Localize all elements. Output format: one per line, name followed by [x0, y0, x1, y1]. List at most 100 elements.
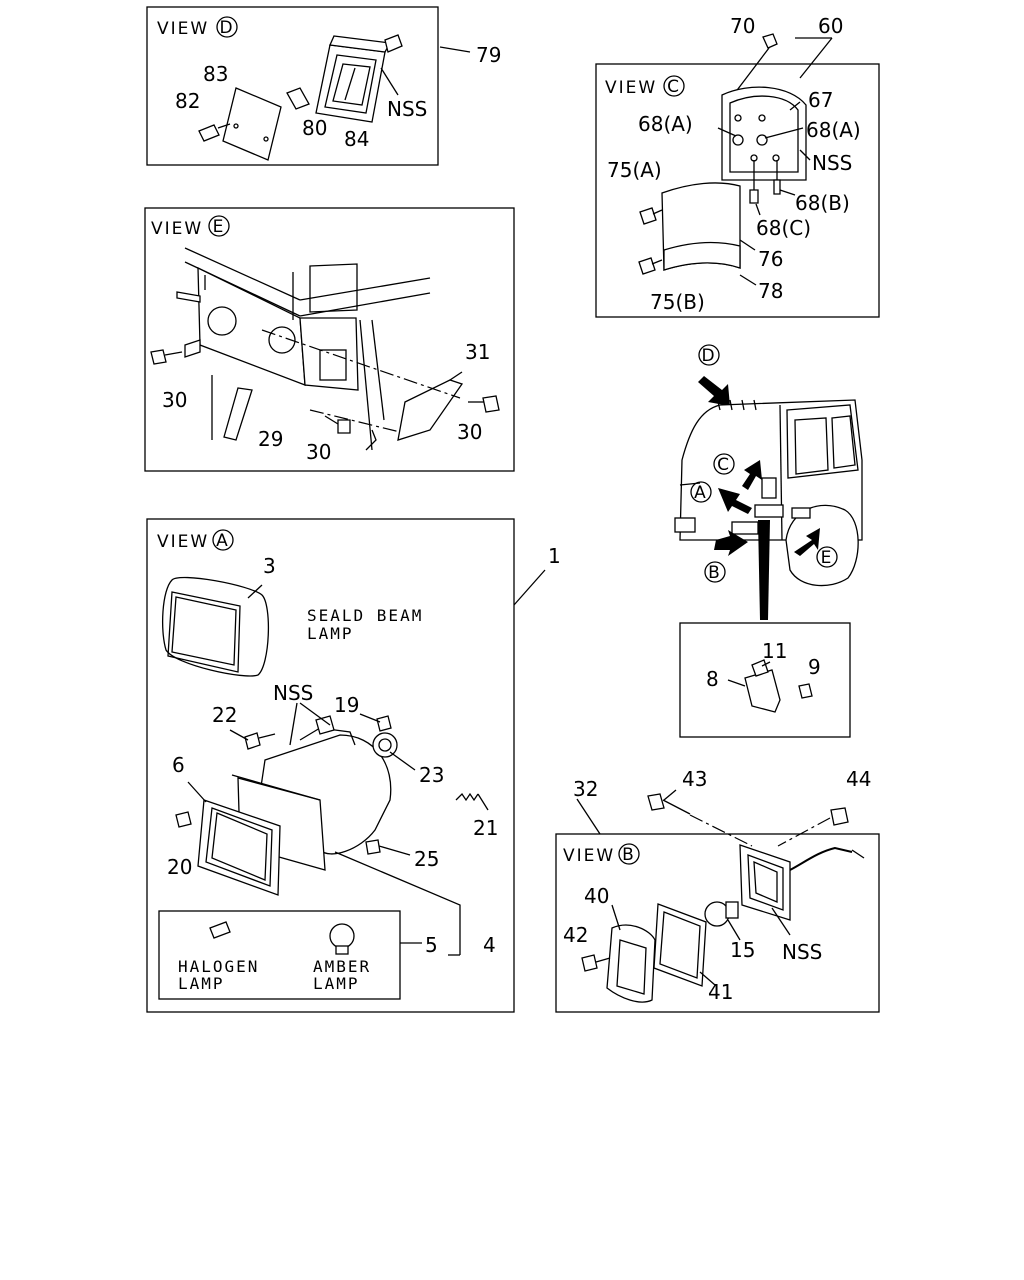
bolt-30-left [150, 349, 183, 365]
housing-84 [315, 34, 403, 123]
marker-e: E [821, 548, 834, 568]
label-70: 70 [730, 14, 755, 38]
label-75a: 75(A) [607, 158, 662, 182]
caption-halogen-line2: LAMP [178, 974, 225, 993]
label-5: 5 [425, 933, 438, 957]
screw-22 [244, 732, 261, 750]
arrow-c [742, 460, 762, 490]
view-c-panel: VIEW C [595, 14, 880, 318]
view-d-circle [216, 16, 238, 38]
gasket-41 [653, 903, 707, 987]
view-d-frame [146, 6, 439, 166]
view-c-title: VIEW [605, 78, 657, 98]
amber-bulb-icon [329, 923, 355, 955]
screw-9 [798, 683, 813, 699]
label-8: 8 [706, 667, 719, 691]
label-30-right: 30 [457, 420, 482, 444]
screw-82 [198, 123, 231, 142]
bulb-68c [749, 189, 759, 204]
view-b-circle [618, 843, 640, 865]
bolt-30-center [324, 415, 351, 434]
bezel-6 [197, 799, 281, 896]
halogen-bulb-icon [209, 921, 231, 939]
caption-halogen-line1: HALOGEN [178, 957, 259, 976]
bulb-15 [704, 901, 739, 927]
marker-b-circle [704, 561, 726, 583]
label-29: 29 [258, 427, 283, 451]
screw-75a [639, 207, 657, 225]
lens-40 [606, 924, 656, 1003]
view-b-title: VIEW [563, 846, 615, 866]
detail-panel: 11 8 9 [679, 622, 851, 738]
leader-1 [513, 569, 546, 606]
label-4: 4 [483, 933, 496, 957]
screw-20 [175, 811, 192, 828]
label-75b: 75(B) [650, 290, 705, 314]
label-76: 76 [758, 247, 783, 271]
label-1: 1 [548, 544, 561, 568]
label-82: 82 [175, 89, 200, 113]
arrow-d [698, 376, 730, 406]
label-84: 84 [344, 127, 369, 151]
sealed-beam-lamp-3 [162, 576, 270, 677]
label-32: 32 [573, 777, 598, 801]
label-30-center: 30 [306, 440, 331, 464]
bolt-43 [647, 793, 691, 815]
truck-overview: D C A B E [674, 344, 863, 620]
label-3: 3 [263, 554, 276, 578]
screw-75b [638, 257, 656, 275]
label-nss-c: NSS [812, 151, 852, 175]
marker-a-circle [690, 481, 712, 503]
label-43: 43 [682, 767, 707, 791]
label-79: 79 [476, 43, 501, 67]
lens-78 [663, 241, 741, 271]
socket-housing [739, 844, 865, 921]
label-68b: 68(B) [795, 191, 850, 215]
clip-11 [751, 659, 769, 677]
view-a-circle [212, 529, 234, 551]
caption-sealed-beam-line2: LAMP [307, 624, 354, 643]
bulb-80 [286, 87, 310, 110]
view-a-title: VIEW [157, 532, 209, 552]
label-80: 80 [302, 116, 327, 140]
view-e-circle [208, 215, 230, 237]
bolt-30-right [468, 395, 500, 413]
view-d-panel: VIEW D 79 83 82 80 84 NSS [146, 6, 501, 166]
label-60: 60 [818, 14, 843, 38]
label-40: 40 [584, 884, 609, 908]
label-22: 22 [212, 703, 237, 727]
marker-d: D [701, 346, 716, 366]
label-25: 25 [414, 847, 439, 871]
label-23: 23 [419, 763, 444, 787]
leader-79 [439, 46, 471, 53]
caption-amber-line2: LAMP [313, 974, 360, 993]
view-c-frame [595, 63, 880, 318]
bracket-29 [223, 387, 253, 441]
clip-8 [744, 669, 781, 713]
view-c-letter: C [667, 77, 681, 97]
lens-83 [222, 87, 282, 161]
marker-b: B [708, 563, 722, 583]
view-e-letter: E [213, 217, 226, 237]
spring-21 [455, 792, 479, 802]
screw-70 [762, 33, 778, 49]
label-15: 15 [730, 938, 755, 962]
label-83: 83 [203, 62, 228, 86]
marker-e-circle [816, 546, 838, 568]
marker-c: C [717, 455, 731, 475]
view-c-circle [663, 75, 685, 97]
view-e-panel: VIEW E [144, 207, 515, 472]
lens-76 [661, 182, 741, 271]
label-nss-b: NSS [782, 940, 822, 964]
bulb-68b [773, 179, 781, 195]
label-11: 11 [762, 639, 787, 663]
view-a-panel: VIEW A 1 3 SEALD BEAM LAMP [146, 518, 561, 1013]
label-68c: 68(C) [756, 216, 811, 240]
arrow-e [794, 528, 820, 556]
label-44: 44 [846, 767, 871, 791]
bumper-frame-drawing [176, 247, 431, 451]
label-6: 6 [172, 753, 185, 777]
screw-42 [581, 954, 598, 972]
view-d-letter: D [219, 18, 234, 38]
